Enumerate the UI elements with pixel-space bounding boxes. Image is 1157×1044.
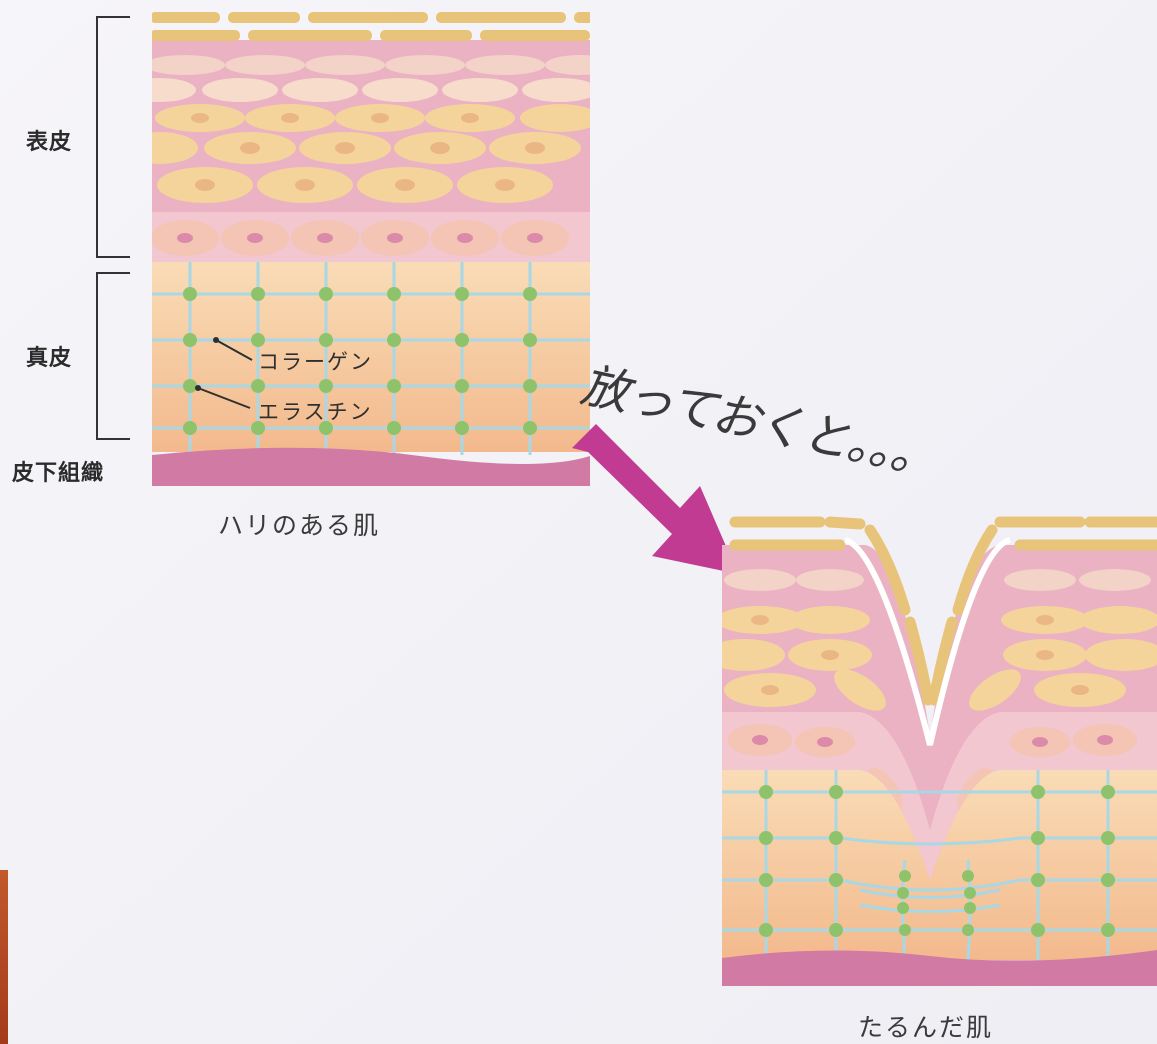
- collagen-label: コラーゲン: [258, 350, 373, 374]
- epidermis-label: 表皮: [26, 130, 73, 155]
- elastin-label: エラスチン: [258, 400, 373, 424]
- subcutaneous-layer: [152, 447, 590, 486]
- sagging-skin-caption: たるんだ肌: [858, 1013, 994, 1042]
- fiber-nodes: [183, 287, 537, 435]
- epidermis-bracket: [96, 16, 130, 258]
- firm-skin-caption: ハリのある肌: [218, 511, 381, 540]
- epidermis-cells: [152, 55, 590, 262]
- dermis-label: 真皮: [26, 346, 73, 371]
- stratum-corneum: [152, 12, 590, 41]
- subcutaneous-label: 皮下組織: [12, 461, 105, 486]
- dermis-bracket: [96, 272, 130, 440]
- page-edge-mark: [0, 870, 8, 1044]
